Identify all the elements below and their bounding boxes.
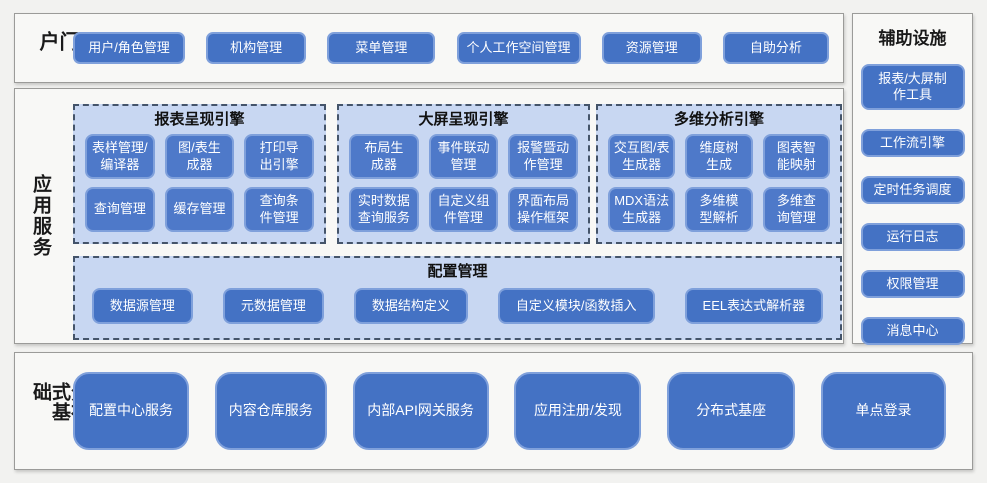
engine-panel-bigscreen: 大屏呈现引擎 布局生 成器 事件联动 管理 报警暨动 作管理 实时数据 查询服务… [337, 104, 590, 244]
diagram-node: 内容仓库服务 [214, 372, 327, 450]
portal-label: 门户 [36, 31, 78, 53]
diagram-node: 资源管理 [601, 32, 702, 64]
diagram-node: 单点登录 [820, 372, 946, 450]
engine-panel-title: 大屏呈现引擎 [418, 111, 509, 128]
diagram-node: 用户/角色管理 [73, 32, 185, 64]
diagram-node: 机构管理 [206, 32, 307, 64]
diagram-node: 图表智 能映射 [762, 134, 830, 179]
diagram-node: 权限管理 [860, 270, 965, 298]
diagram-node: 缓存管理 [164, 187, 235, 232]
diagram-node: 界面布局 操作框架 [508, 187, 578, 232]
app-services-section: 应用服务 报表呈现引擎 表样管理/ 编译器 图/表生 成器 打印导 出引擎 查询… [14, 88, 844, 344]
diagram-node: 定时任务调度 [860, 176, 965, 204]
diagram-node: 元数据管理 [222, 288, 324, 324]
auxiliary-nodes: 报表/大屏制 作工具 工作流引擎 定时任务调度 运行日志 权限管理 消息中心 [853, 64, 972, 345]
diagram-node: 实时数据 查询服务 [349, 187, 419, 232]
diagram-node: 自定义模块/函数插入 [497, 288, 655, 324]
distributed-nodes: 配置中心服务 内容仓库服务 内部API网关服务 应用注册/发现 分布式基座 单点… [73, 372, 946, 450]
portal-section: 门户 用户/角色管理 机构管理 菜单管理 个人工作空间管理 资源管理 自助分析 [14, 13, 844, 83]
diagram-node: 表样管理/ 编译器 [85, 134, 155, 179]
diagram-node: 应用注册/发现 [514, 372, 642, 450]
config-nodes: 数据源管理 元数据管理 数据结构定义 自定义模块/函数插入 EEL表达式解析器 [75, 288, 840, 324]
diagram-node: 事件联动 管理 [428, 134, 499, 179]
diagram-node: 配置中心服务 [73, 372, 189, 450]
diagram-node: 维度树 生成 [685, 134, 753, 179]
config-panel-title: 配置管理 [427, 263, 488, 280]
diagram-node: 内部API网关服务 [352, 372, 489, 450]
distributed-section: 分布式基础 配置中心服务 内容仓库服务 内部API网关服务 应用注册/发现 分布… [14, 352, 973, 470]
diagram-node: EEL表达式解析器 [684, 288, 824, 324]
diagram-node: 自定义组 件管理 [428, 187, 499, 232]
engine-panel-title: 报表呈现引擎 [154, 111, 245, 128]
diagram-node: 查询管理 [85, 187, 155, 232]
diagram-node: 布局生 成器 [349, 134, 419, 179]
engine-nodes: 布局生 成器 事件联动 管理 报警暨动 作管理 实时数据 查询服务 自定义组 件… [339, 132, 588, 242]
engine-panel-report: 报表呈现引擎 表样管理/ 编译器 图/表生 成器 打印导 出引擎 查询管理 缓存… [73, 104, 326, 244]
auxiliary-title: 辅助设施 [878, 29, 947, 48]
engine-nodes: 表样管理/ 编译器 图/表生 成器 打印导 出引擎 查询管理 缓存管理 查询条 … [75, 132, 324, 242]
app-services-label: 应用服务 [30, 174, 51, 258]
engine-panel-olap: 多维分析引擎 交互图/表 生成器 维度树 生成 图表智 能映射 MDX语法 生成… [596, 104, 842, 244]
diagram-node: 菜单管理 [327, 32, 436, 64]
auxiliary-section: 辅助设施 报表/大屏制 作工具 工作流引擎 定时任务调度 运行日志 权限管理 消… [852, 13, 973, 345]
diagram-node: 图/表生 成器 [164, 134, 235, 179]
diagram-node: 多维查 询管理 [762, 187, 830, 232]
config-panel: 配置管理 数据源管理 元数据管理 数据结构定义 自定义模块/函数插入 EEL表达… [73, 256, 842, 340]
diagram-node: 数据结构定义 [353, 288, 468, 324]
diagram-node: 查询条 件管理 [244, 187, 314, 232]
diagram-node: 打印导 出引擎 [244, 134, 314, 179]
diagram-node: 运行日志 [860, 223, 965, 251]
diagram-node: 工作流引擎 [860, 129, 965, 157]
diagram-node: 消息中心 [860, 317, 965, 345]
diagram-node: 数据源管理 [91, 288, 193, 324]
diagram-node: 报警暨动 作管理 [508, 134, 578, 179]
diagram-node: 报表/大屏制 作工具 [860, 64, 965, 110]
diagram-node: 交互图/表 生成器 [608, 134, 676, 179]
diagram-node: 分布式基座 [667, 372, 796, 450]
diagram-node: 自助分析 [722, 32, 829, 64]
engine-panel-title: 多维分析引擎 [673, 111, 764, 128]
portal-nodes: 用户/角色管理 机构管理 菜单管理 个人工作空间管理 资源管理 自助分析 [73, 14, 829, 82]
diagram-node: MDX语法 生成器 [608, 187, 676, 232]
diagram-node: 个人工作空间管理 [456, 32, 581, 64]
engine-nodes: 交互图/表 生成器 维度树 生成 图表智 能映射 MDX语法 生成器 多维模 型… [598, 132, 840, 242]
diagram-node: 多维模 型解析 [685, 187, 753, 232]
